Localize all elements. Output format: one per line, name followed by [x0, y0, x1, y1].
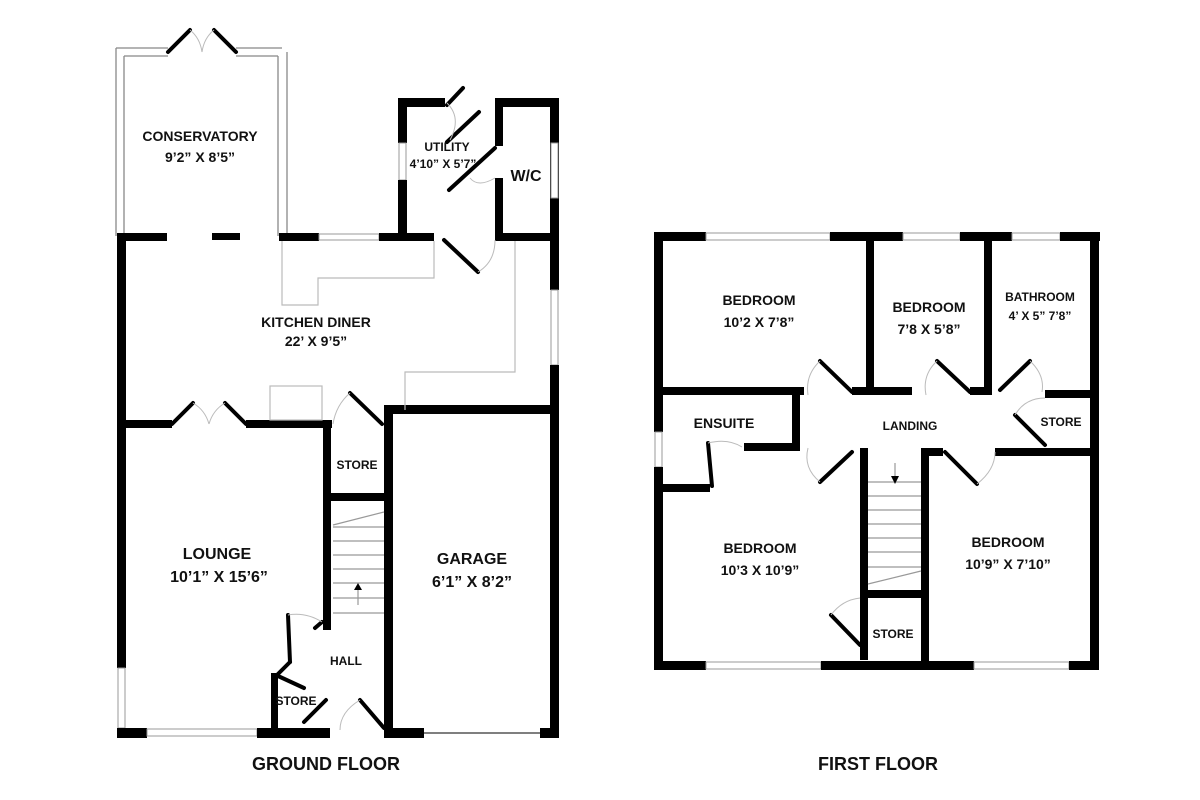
utility-size: 4’10” X 5’7” [410, 157, 477, 171]
bedroom-1-size: 10’2 X 7’8” [724, 314, 795, 330]
ground-floor-title: GROUND FLOOR [252, 754, 400, 774]
utility-label: UTILITY [424, 140, 469, 154]
bathroom-size: 4’ X 5” 7’8” [1009, 309, 1072, 323]
bedroom-4-size: 10’9” X 7’10” [965, 556, 1051, 572]
ground-floor-stairs [332, 511, 385, 614]
ground-floor-doors [170, 86, 497, 731]
kitchen-diner-label: KITCHEN DINER [261, 314, 371, 330]
conservatory-door-right [212, 28, 238, 54]
lounge-label: LOUNGE [183, 546, 252, 563]
garage-label: GARAGE [437, 551, 508, 568]
hall-label: HALL [330, 654, 362, 668]
conservatory-label: CONSERVATORY [142, 128, 258, 144]
kitchen-diner-size: 22’ X 9’5” [285, 333, 347, 349]
conservatory-door-left [166, 28, 192, 54]
first-floor-doors [806, 359, 1047, 647]
bedroom-2-label: BEDROOM [892, 299, 965, 315]
landing-label: LANDING [883, 419, 938, 433]
ground-floor-walls [117, 98, 559, 738]
garage-size: 6’1” X 8’2” [432, 574, 512, 591]
stair-up-arrow-icon [354, 583, 362, 590]
bedroom-3-size: 10’3 X 10’9” [721, 562, 800, 578]
store-lower-label: STORE [275, 694, 316, 708]
bedroom-3-label: BEDROOM [723, 540, 796, 556]
wc-label: W/C [510, 168, 542, 185]
ground-floor-plan: CONSERVATORY 9’2” X 8’5” UTILITY 4’10” X… [115, 28, 559, 774]
stair-down-arrow-icon [891, 476, 899, 484]
bedroom-1-label: BEDROOM [722, 292, 795, 308]
first-floor-title: FIRST FLOOR [818, 754, 938, 774]
store-bedroom-label: STORE [872, 627, 913, 641]
first-floor-stairs [867, 463, 922, 585]
ensuite-label: ENSUITE [694, 415, 755, 431]
conservatory-walls [115, 28, 288, 236]
store-landing-label: STORE [1040, 415, 1081, 429]
store-upper-label: STORE [336, 458, 377, 472]
conservatory-size: 9’2” X 8’5” [165, 149, 235, 165]
bedroom-4-label: BEDROOM [971, 534, 1044, 550]
kitchen-units [269, 241, 516, 421]
first-floor-walls [654, 232, 1100, 670]
bathroom-label: BATHROOM [1005, 290, 1075, 304]
bedroom-2-size: 7’8 X 5’8” [897, 321, 960, 337]
first-floor-plan: BEDROOM 10’2 X 7’8” BEDROOM 7’8 X 5’8” B… [654, 232, 1100, 774]
lounge-size: 10’1” X 15’6” [170, 569, 268, 586]
